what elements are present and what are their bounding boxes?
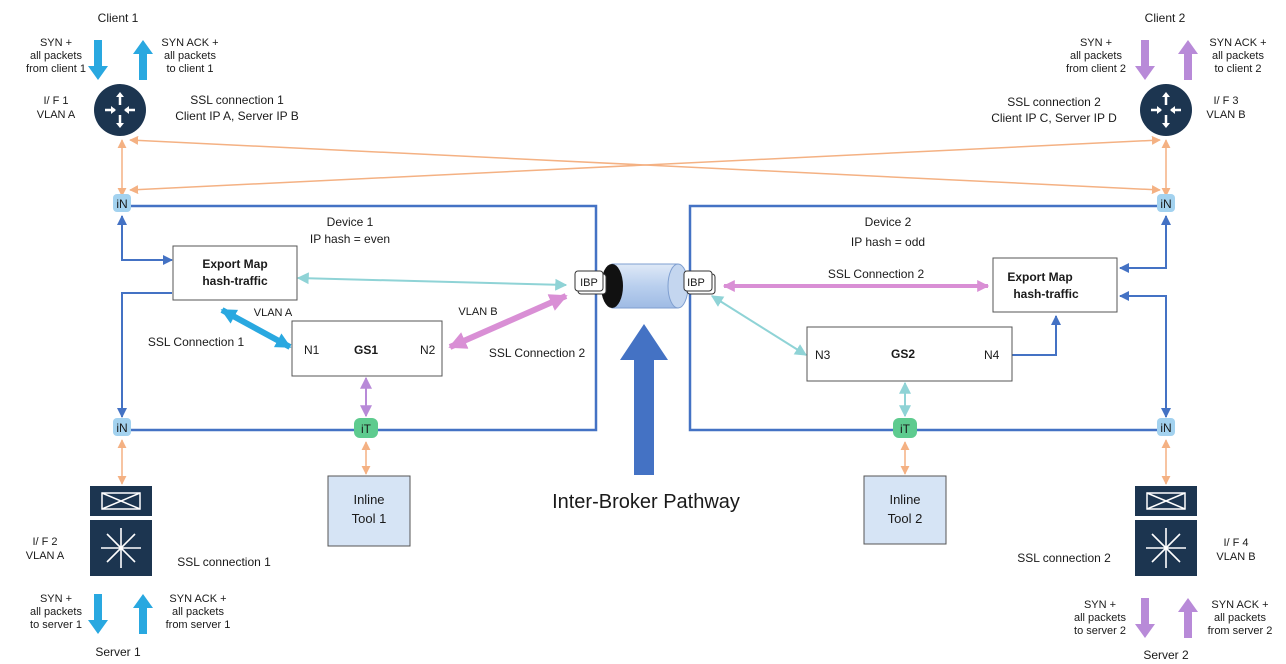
device1-vlan-a-label: VLAN A: [254, 307, 293, 319]
device1-title: Device 1: [327, 215, 374, 229]
gs1-label: GS1: [354, 343, 378, 357]
server1-ssl-label: SSL connection 1: [177, 555, 271, 569]
server2-ssl-label: SSL connection 2: [1017, 551, 1111, 565]
svg-text:iT: iT: [900, 422, 911, 436]
inline-tool-1-box: [327, 475, 411, 547]
network-port-icon: iN: [113, 418, 131, 436]
vlan-a-thick-arrow: [220, 307, 292, 350]
device2-hash-label: IP hash = odd: [851, 235, 925, 249]
svg-text:iN: iN: [1160, 421, 1171, 435]
inline-tool-2-line2: Tool 2: [888, 511, 923, 526]
switch-icon: [1135, 486, 1197, 576]
server2-syn-arrow: [1135, 598, 1155, 638]
device2-export-map-box: [992, 257, 1118, 313]
vlan-b-thick-arrow: [448, 293, 568, 350]
network-port-icon: iN: [1157, 194, 1175, 212]
switch-icon: [90, 486, 152, 576]
inline-tool-2-box: [863, 475, 947, 545]
server2-synack-arrow: [1178, 598, 1198, 638]
server1-syn-arrow: [88, 594, 108, 634]
device1-export-map-box: [172, 245, 298, 301]
svg-text:iT: iT: [361, 422, 372, 436]
device2-export-map-subtitle: hash-traffic: [1013, 287, 1079, 301]
client2-title: Client 2: [1145, 11, 1186, 25]
client2-syn-arrow: [1135, 40, 1155, 80]
device1-ssl-left-label: SSL Connection 1: [148, 335, 245, 349]
inter-broker-pathway-label: Inter-Broker Pathway: [552, 491, 740, 513]
n3-label: N3: [815, 348, 831, 362]
router-icon: [94, 84, 146, 136]
client1-title: Client 1: [98, 11, 139, 25]
svg-text:IBP: IBP: [687, 277, 705, 289]
server1-title: Server 1: [95, 645, 141, 659]
ibp-left-badge: IBP: [574, 270, 607, 295]
inline-tool-2-line1: Inline: [889, 492, 920, 507]
gs2-label: GS2: [891, 347, 915, 361]
device1-hash-label: IP hash = even: [310, 232, 390, 246]
svg-text:iN: iN: [1160, 197, 1171, 211]
svg-text:iN: iN: [116, 421, 127, 435]
device-internal-links: [117, 215, 1171, 418]
ibp-right-badge: IBP: [683, 270, 716, 295]
client2-synack-arrow: [1178, 40, 1198, 80]
device2-title: Device 2: [865, 215, 912, 229]
tool-port-icon: iT: [893, 418, 917, 438]
device1-ssl-right-label: SSL Connection 2: [489, 346, 586, 360]
device2-export-map-title: Export Map: [1007, 270, 1072, 284]
n4-label: N4: [984, 348, 1000, 362]
inter-broker-pathway-arrow: [620, 324, 668, 475]
device1-vlan-b-label: VLAN B: [458, 306, 497, 318]
svg-text:IBP: IBP: [580, 277, 598, 289]
inline-tool-1-line1: Inline: [353, 492, 384, 507]
n1-label: N1: [304, 343, 320, 357]
network-port-icon: iN: [113, 194, 131, 212]
device2-ssl-label: SSL Connection 2: [828, 267, 925, 281]
ibp-cylinder: [601, 263, 689, 309]
router-icon: [1140, 84, 1192, 136]
teal-links: [296, 272, 911, 418]
device1-export-map-subtitle: hash-traffic: [202, 274, 268, 288]
svg-text:iN: iN: [116, 197, 127, 211]
gs1-box: [291, 320, 443, 377]
device2-outline: [688, 204, 1166, 432]
n2-label: N2: [420, 343, 436, 357]
server1-synack-arrow: [133, 594, 153, 634]
client1-synack-arrow: [133, 40, 153, 80]
network-port-icon: iN: [1157, 418, 1175, 436]
orange-links: [117, 135, 1171, 485]
inline-tool-1-line2: Tool 1: [352, 511, 387, 526]
client1-syn-arrow: [88, 40, 108, 80]
gs2-box: [806, 326, 1013, 382]
device1-export-map-title: Export Map: [202, 257, 267, 271]
tool-port-icon: iT: [354, 418, 378, 438]
server2-title: Server 2: [1143, 648, 1189, 662]
